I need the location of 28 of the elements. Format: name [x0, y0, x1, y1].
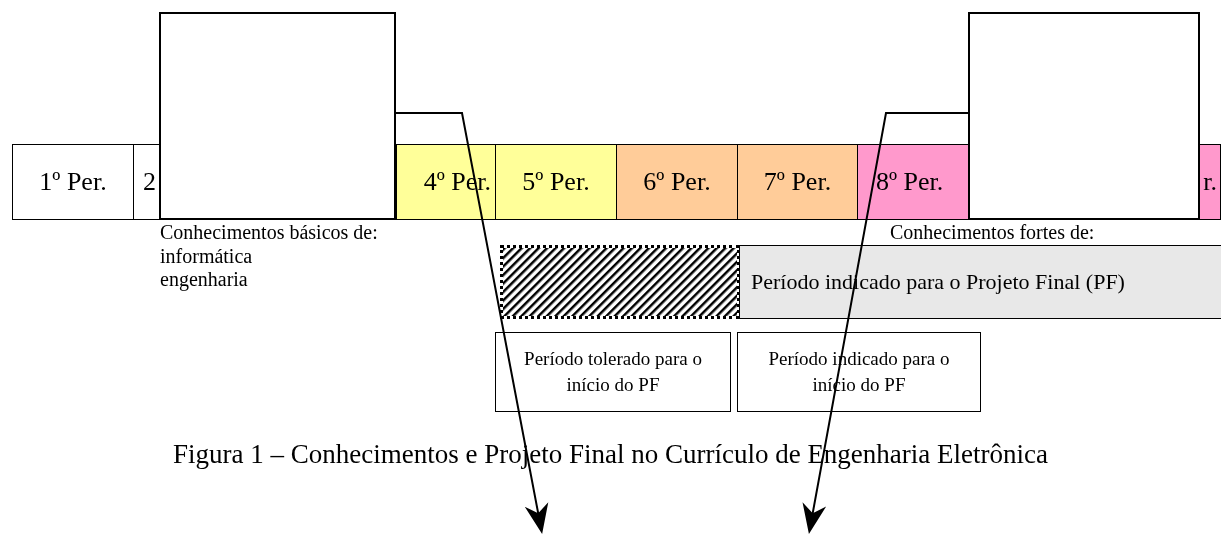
period-label: 7º Per.	[763, 167, 832, 197]
heading-text: Conhecimentos básicos de:	[160, 221, 378, 243]
arrow	[802, 112, 969, 534]
period-cell	[133, 144, 160, 220]
period-cell	[396, 144, 496, 220]
period-cell	[12, 144, 134, 220]
period-label: 1º Per.	[39, 167, 107, 197]
period-cell	[737, 144, 858, 220]
period-band	[739, 245, 1221, 319]
list-item-text: informática	[160, 245, 253, 267]
period-label: 6º Per.	[643, 167, 711, 197]
period-label: 5º Per.	[522, 167, 590, 197]
list-item-text: engenharia	[160, 268, 248, 290]
period-cell	[857, 144, 969, 220]
period-cell	[495, 144, 617, 220]
heading-text: Conhecimentos fortes de:	[890, 221, 1095, 243]
box-text: Período tolerado para o início do PF	[523, 347, 703, 397]
blank-box	[968, 12, 1200, 220]
period-cell	[1199, 144, 1221, 220]
period-cell	[616, 144, 738, 220]
period-label: 2	[143, 167, 156, 197]
note-box	[737, 332, 981, 412]
hatched-box	[500, 245, 740, 319]
period-label: 8º Per.	[876, 167, 944, 197]
period-label: r.	[1203, 167, 1217, 197]
note-box	[495, 332, 731, 412]
arrow	[395, 112, 549, 534]
blank-box	[159, 12, 396, 220]
